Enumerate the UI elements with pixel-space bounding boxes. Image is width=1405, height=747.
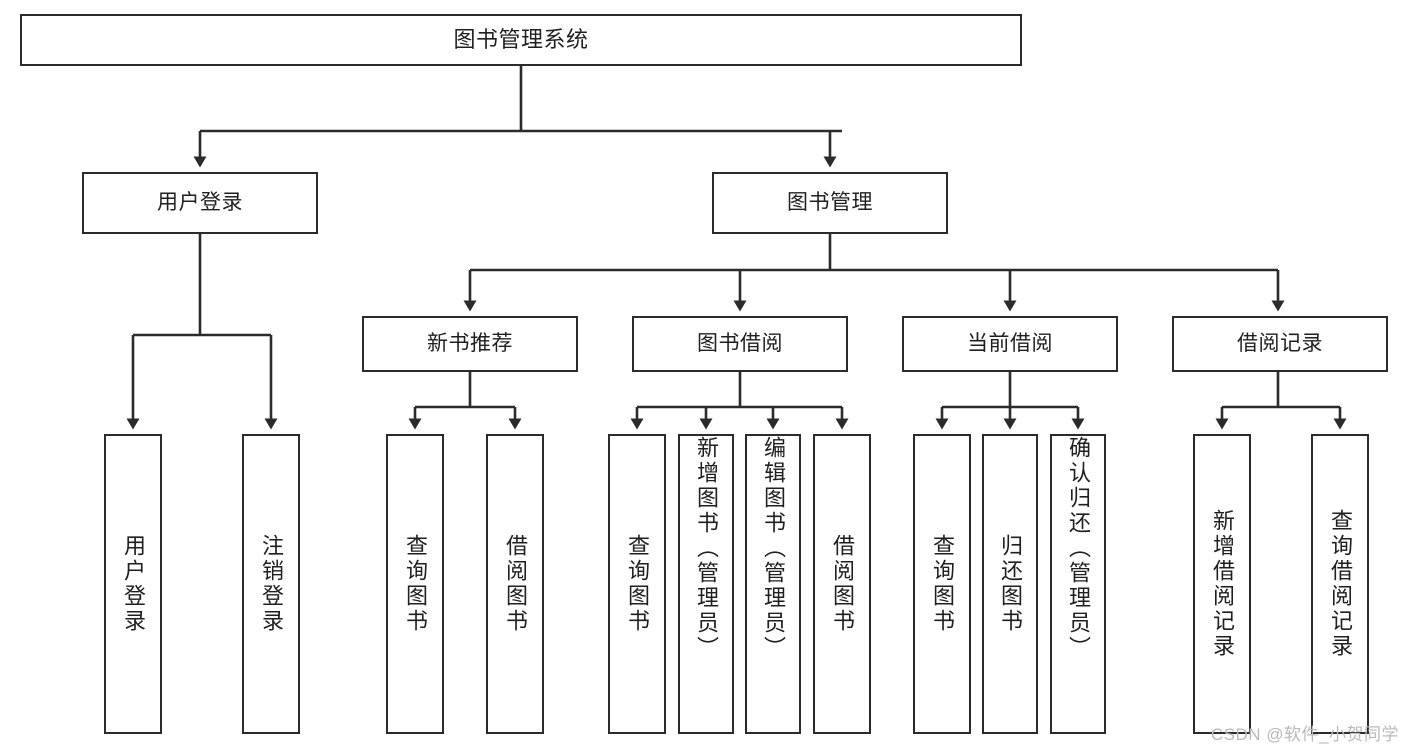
- node-user-login[interactable]: 用户登录: [82, 172, 318, 234]
- leaf-borrow-record-add[interactable]: 新增借阅记录: [1193, 434, 1251, 734]
- leaf-current-borrow-return[interactable]: 归还图书: [982, 434, 1038, 734]
- node-label: 编辑图书（管理员）: [761, 436, 786, 661]
- leaf-current-borrow-confirm[interactable]: 确认归还（管理员）: [1050, 434, 1106, 734]
- watermark: CSDN @软件_小贺同学: [1210, 725, 1399, 744]
- leaf-book-borrow-add[interactable]: 新增图书（管理员）: [678, 434, 734, 734]
- leaf-new-book-borrow[interactable]: 借阅图书: [486, 434, 544, 734]
- node-label: 图书管理: [787, 191, 873, 215]
- node-label: 借阅图书: [830, 534, 855, 634]
- node-label: 用户登录: [121, 534, 146, 634]
- leaf-book-borrow-borrow[interactable]: 借阅图书: [813, 434, 871, 734]
- leaf-user-login-login[interactable]: 用户登录: [104, 434, 162, 734]
- node-root-system[interactable]: 图书管理系统: [20, 14, 1022, 66]
- leaf-book-borrow-edit[interactable]: 编辑图书（管理员）: [745, 434, 801, 734]
- leaf-user-login-logout[interactable]: 注销登录: [242, 434, 300, 734]
- node-label: 查询图书: [930, 534, 955, 634]
- node-label: 查询图书: [625, 534, 650, 634]
- leaf-borrow-record-query[interactable]: 查询借阅记录: [1311, 434, 1369, 734]
- node-label: 借阅记录: [1237, 332, 1323, 356]
- node-current-borrow[interactable]: 当前借阅: [902, 316, 1118, 372]
- node-label: 新增图书（管理员）: [694, 436, 719, 661]
- node-label: 用户登录: [157, 191, 243, 215]
- node-label: 归还图书: [998, 534, 1023, 634]
- leaf-book-borrow-query[interactable]: 查询图书: [608, 434, 666, 734]
- node-book-manage[interactable]: 图书管理: [712, 172, 948, 234]
- node-label: 确认归还（管理员）: [1066, 436, 1091, 661]
- node-label: 图书借阅: [697, 332, 783, 356]
- node-label: 查询借阅记录: [1328, 509, 1353, 659]
- node-book-borrow[interactable]: 图书借阅: [632, 316, 848, 372]
- node-label: 注销登录: [259, 534, 284, 634]
- node-label: 新增借阅记录: [1210, 509, 1235, 659]
- node-label: 当前借阅: [967, 332, 1053, 356]
- node-new-book-recommend[interactable]: 新书推荐: [362, 316, 578, 372]
- node-label: 新书推荐: [427, 332, 513, 356]
- leaf-new-book-query[interactable]: 查询图书: [386, 434, 444, 734]
- node-label: 查询图书: [403, 534, 428, 634]
- node-label: 借阅图书: [503, 534, 528, 634]
- leaf-current-borrow-query[interactable]: 查询图书: [913, 434, 971, 734]
- node-borrow-record[interactable]: 借阅记录: [1172, 316, 1388, 372]
- node-label: 图书管理系统: [453, 26, 589, 52]
